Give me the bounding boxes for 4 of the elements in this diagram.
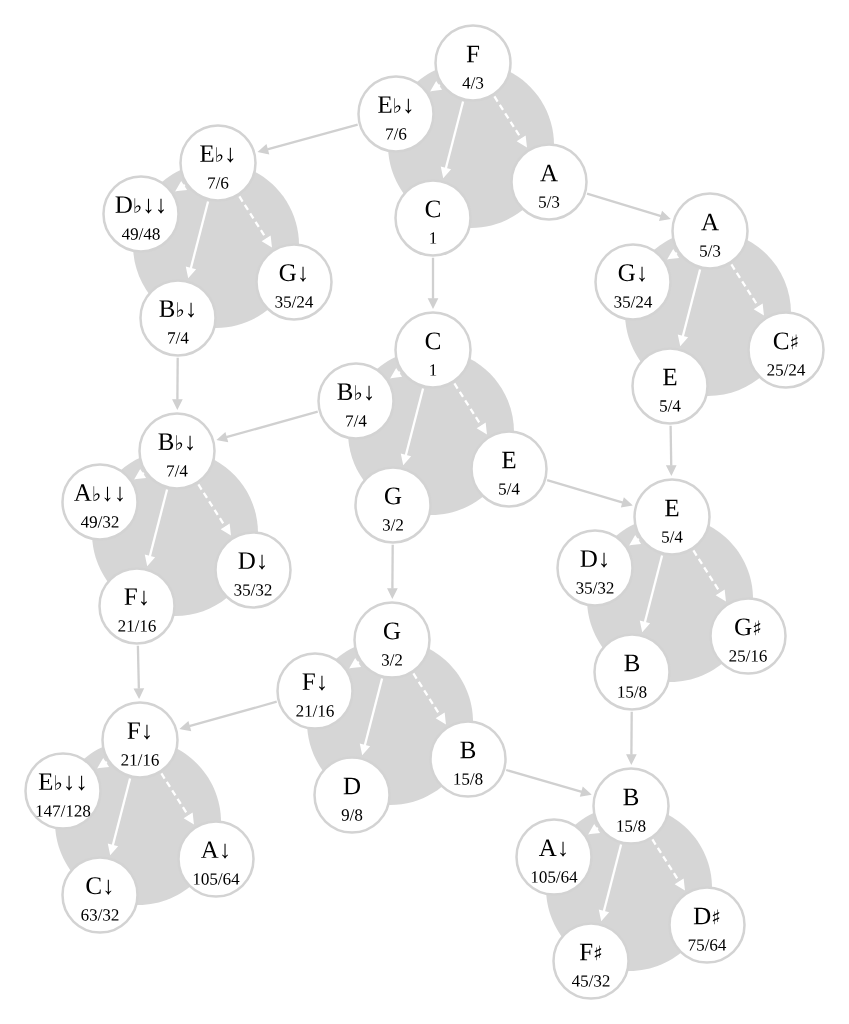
node-label: C♯: [773, 332, 798, 350]
node-label: 25/24: [767, 364, 806, 376]
node-label: F♯: [579, 943, 602, 961]
node-label: 45/32: [571, 975, 610, 987]
